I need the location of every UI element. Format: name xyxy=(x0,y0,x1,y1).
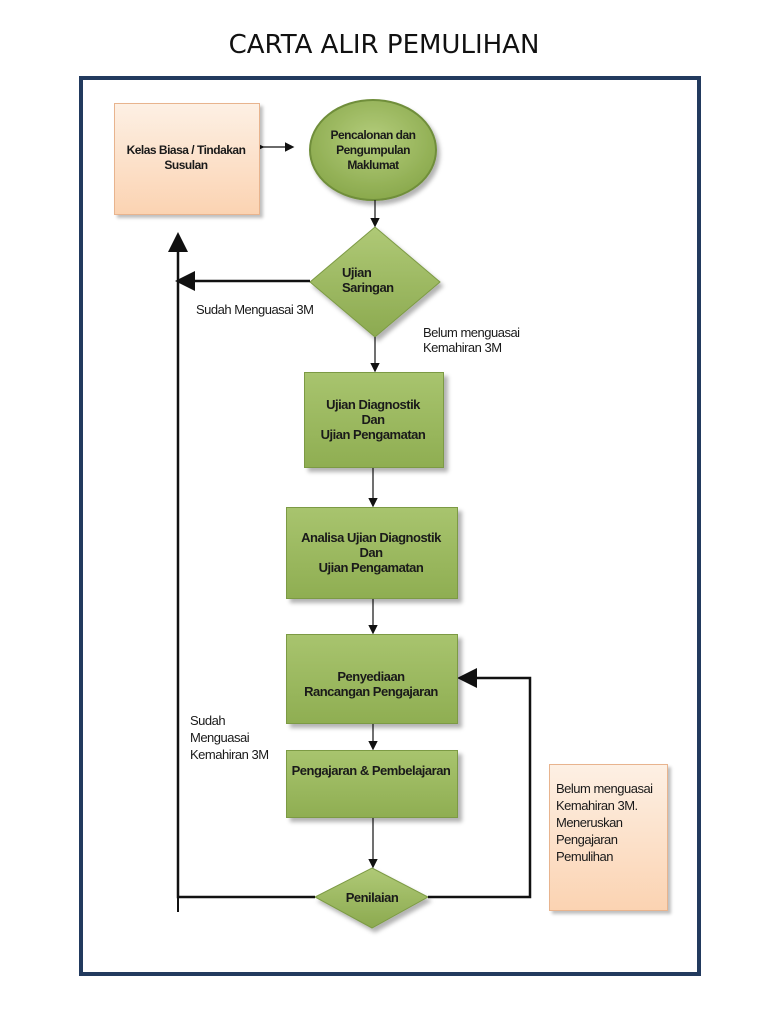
kelas-biasa-box xyxy=(114,103,260,215)
analisa-text: Analisa Ujian Diagnostik Dan Ujian Penga… xyxy=(301,529,441,575)
belum-menguasai-box-text: Belum menguasai Kemahiran 3M. Meneruskan… xyxy=(556,781,653,864)
sudah-menguasai-3m-label: Sudah Menguasai 3M xyxy=(196,302,314,317)
pengajaran-box xyxy=(286,750,458,818)
connector-penilaian-loop-right xyxy=(428,668,532,899)
pengajaran-text: Pengajaran & Pembelajaran xyxy=(291,762,451,778)
page-title: CARTA ALIR PEMULIHAN xyxy=(228,30,540,60)
analisa-box xyxy=(286,507,458,599)
penyediaan-box xyxy=(286,634,458,724)
sudah-menguasai-kemahiran-label: Sudah Menguasai Kemahiran 3M xyxy=(190,713,269,762)
ujian-diagnostik-text: Ujian Diagnostik Dan Ujian Pengamatan xyxy=(320,396,426,442)
ujian-diagnostik-box xyxy=(304,372,444,468)
belum-menguasai-box xyxy=(549,764,668,911)
diagram-frame xyxy=(79,76,701,976)
kelas-biasa-text: Kelas Biasa / Tindakan Susulan xyxy=(126,143,246,172)
assessment-diamond xyxy=(313,867,430,929)
ujian-saringan-text: Ujian Saringan xyxy=(342,265,394,295)
penilaian-text: Penilaian xyxy=(345,889,399,905)
penyediaan-text: Penyediaan Rancangan Pengajaran xyxy=(304,669,438,699)
pencalonan-text: Pencalonan dan Pengumpulan Maklumat xyxy=(330,127,416,172)
start-ellipse xyxy=(309,99,437,201)
belum-menguasai-label: Belum menguasai Kemahiran 3M xyxy=(423,325,520,355)
